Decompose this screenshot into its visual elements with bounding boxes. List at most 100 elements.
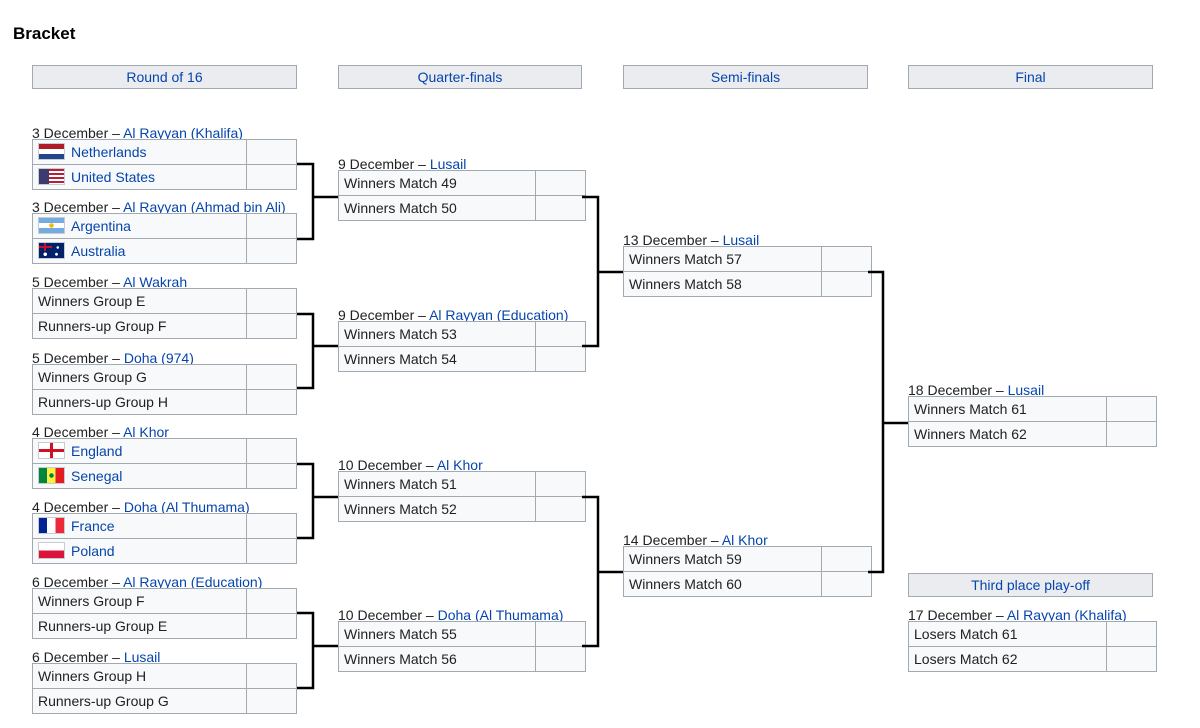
team-cell: Runners-up Group F (32, 313, 247, 339)
match-label: 4 December – Doha (Al Thumama) (32, 499, 250, 516)
match-date: 10 December – (338, 607, 438, 623)
match-date: 9 December – (338, 156, 430, 172)
score-cell (536, 621, 586, 647)
score-cell (247, 463, 297, 489)
match-venue-link[interactable]: Al Rayyan (Khalifa) (123, 125, 243, 141)
match-venue-link[interactable]: Al Wakrah (123, 274, 188, 290)
team-cell: Losers Match 62 (908, 646, 1107, 672)
match-date: 3 December – (32, 199, 124, 215)
team-cell: Winners Match 54 (338, 346, 536, 372)
team-name-link[interactable]: Argentina (71, 218, 131, 234)
match-label: 9 December – Al Rayyan (Education) (338, 307, 568, 324)
team-name-link[interactable]: Poland (71, 543, 115, 559)
match-date: 10 December – (338, 457, 437, 473)
match-venue-link[interactable]: Al Rayyan (Education) (429, 307, 569, 323)
round-header-third-place[interactable]: Third place play-off (908, 573, 1153, 597)
team-name: Winners Group H (38, 668, 147, 684)
team-name: Losers Match 62 (914, 651, 1018, 667)
score-cell (822, 546, 872, 572)
team-row: Winners Match 56 (338, 646, 586, 672)
team-cell: Losers Match 61 (908, 621, 1107, 647)
team-row: Winners Group H (32, 663, 297, 689)
team-name: Winners Match 49 (344, 175, 457, 191)
team-cell: Winners Match 56 (338, 646, 536, 672)
team-name: Winners Match 57 (629, 251, 742, 267)
match-date: 13 December – (623, 232, 723, 248)
team-name: Winners Match 56 (344, 651, 457, 667)
match-date: 6 December – (32, 574, 124, 590)
match-date: 9 December – (338, 307, 430, 323)
round-header-final[interactable]: Final (908, 65, 1153, 89)
match-venue-link[interactable]: Lusail (429, 156, 467, 172)
team-cell: Winners Match 49 (338, 170, 536, 196)
match-venue-link[interactable]: Al Khor (436, 457, 483, 473)
england-flag-icon (38, 442, 65, 459)
match-label: 18 December – Lusail (908, 382, 1044, 399)
score-cell (536, 496, 586, 522)
team-name: Runners-up Group G (38, 693, 169, 709)
score-cell (536, 646, 586, 672)
team-row: Senegal (32, 463, 297, 489)
team-name-link[interactable]: Netherlands (71, 144, 147, 160)
match-venue-link[interactable]: Al Rayyan (Khalifa) (1006, 607, 1127, 623)
team-cell: Winners Group E (32, 288, 247, 314)
france-flag-icon (38, 517, 65, 534)
team-row: United States (32, 164, 297, 190)
match-venue-link[interactable]: Al Khor (721, 532, 768, 548)
match-label: 6 December – Lusail (32, 649, 160, 666)
team-row: Winners Match 53 (338, 321, 586, 347)
score-cell (1107, 621, 1157, 647)
team-cell: England (32, 438, 247, 464)
team-name: Runners-up Group E (38, 618, 168, 634)
match-label: 4 December – Al Khor (32, 424, 169, 441)
team-name-link[interactable]: United States (71, 169, 156, 185)
match-venue-link[interactable]: Al Khor (123, 424, 169, 440)
score-cell (247, 139, 297, 165)
match-label: 10 December – Al Khor (338, 457, 483, 474)
match-date: 4 December – (32, 499, 124, 515)
team-name-link[interactable]: France (71, 518, 115, 534)
team-name: Winners Group F (38, 593, 145, 609)
team-name: Winners Match 55 (344, 626, 457, 642)
match-date: 17 December – (908, 607, 1007, 623)
match-venue-link[interactable]: Doha (Al Thumama) (437, 607, 564, 623)
team-row: Losers Match 61 (908, 621, 1157, 647)
team-name-link[interactable]: Australia (71, 243, 126, 259)
team-name-link[interactable]: England (71, 443, 123, 459)
netherlands-flag-icon (38, 143, 65, 160)
team-cell: Poland (32, 538, 247, 564)
match-date: 18 December – (908, 382, 1008, 398)
team-name: Winners Match 52 (344, 501, 457, 517)
australia-flag-icon (38, 242, 65, 259)
match-venue-link[interactable]: Al Rayyan (Ahmad bin Ali) (123, 199, 286, 215)
match-venue-link[interactable]: Lusail (722, 232, 760, 248)
team-cell: Winners Match 60 (623, 571, 822, 597)
match-label: 13 December – Lusail (623, 232, 759, 249)
match-venue-link[interactable]: Al Rayyan (Education) (123, 574, 263, 590)
score-cell (247, 613, 297, 639)
match-venue-link[interactable]: Doha (Al Thumama) (123, 499, 250, 515)
match-date: 3 December – (32, 125, 124, 141)
match-label: 3 December – Al Rayyan (Khalifa) (32, 125, 243, 142)
team-cell: Runners-up Group H (32, 389, 247, 415)
team-name: Winners Group G (38, 369, 147, 385)
match-label: 17 December – Al Rayyan (Khalifa) (908, 607, 1127, 624)
match-date: 6 December – (32, 649, 124, 665)
match-venue-link[interactable]: Doha (974) (123, 350, 194, 366)
team-name: Runners-up Group F (38, 318, 167, 334)
round-header-quarter-finals[interactable]: Quarter-finals (338, 65, 582, 89)
score-cell (822, 271, 872, 297)
team-name-link[interactable]: Senegal (71, 468, 123, 484)
team-row: Winners Match 60 (623, 571, 872, 597)
team-cell: Winners Group H (32, 663, 247, 689)
round-header-semi-finals[interactable]: Semi-finals (623, 65, 868, 89)
round-header-round-of-16[interactable]: Round of 16 (32, 65, 297, 89)
team-cell: Runners-up Group E (32, 613, 247, 639)
team-cell: France (32, 513, 247, 539)
team-name: Winners Match 61 (914, 401, 1027, 417)
match-venue-link[interactable]: Lusail (123, 649, 161, 665)
match-venue-link[interactable]: Lusail (1007, 382, 1045, 398)
score-cell (247, 688, 297, 714)
team-row: Runners-up Group G (32, 688, 297, 714)
